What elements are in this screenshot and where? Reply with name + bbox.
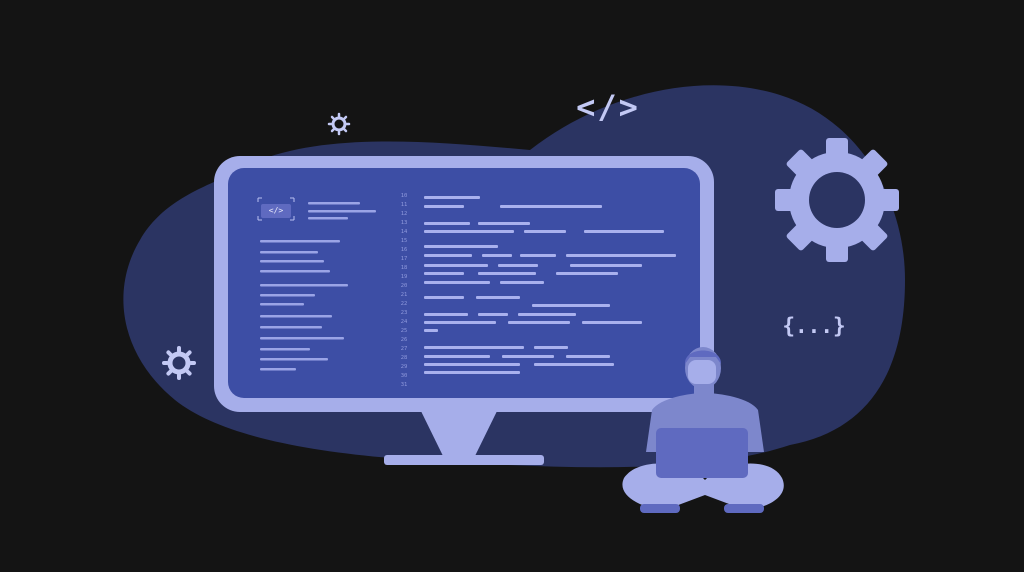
line-number: 24 [400,319,408,325]
small-gear-icon [327,112,351,136]
line-number: 19 [400,274,408,280]
monitor-base [384,455,544,465]
line-number: 25 [400,328,408,334]
line-number: 20 [400,283,408,289]
line-number: 15 [400,238,408,244]
line-number: 10 [400,193,408,199]
line-number: 13 [400,220,408,226]
line-number: 30 [400,373,408,379]
person-hair [684,350,722,364]
left-code-lines [260,202,376,371]
line-number: 12 [400,211,408,217]
line-number: 28 [400,355,408,361]
code-icon-frame [257,197,295,221]
line-number: 18 [400,265,408,271]
developer-person [622,347,784,513]
small-code-tag-icon: </> [261,204,291,218]
line-number: 14 [400,229,408,235]
line-number: 22 [400,301,408,307]
foot-right [724,504,764,513]
line-number: 21 [400,292,408,298]
line-number: 17 [400,256,408,262]
line-number: 26 [400,337,408,343]
braces-icon: {...} [782,314,846,338]
line-number: 16 [400,247,408,253]
foot-left [640,504,680,513]
monitor-stand [418,405,500,458]
line-number: 27 [400,346,408,352]
person-face [688,360,716,384]
line-number: 29 [400,364,408,370]
large-gear-icon [775,138,899,262]
line-number: 23 [400,310,408,316]
laptop-icon [656,428,748,478]
code-tag-icon: </> [576,88,640,126]
line-number: 31 [400,382,408,388]
line-number: 11 [400,202,408,208]
medium-gear-icon [162,346,196,380]
right-code-lines [424,196,676,374]
